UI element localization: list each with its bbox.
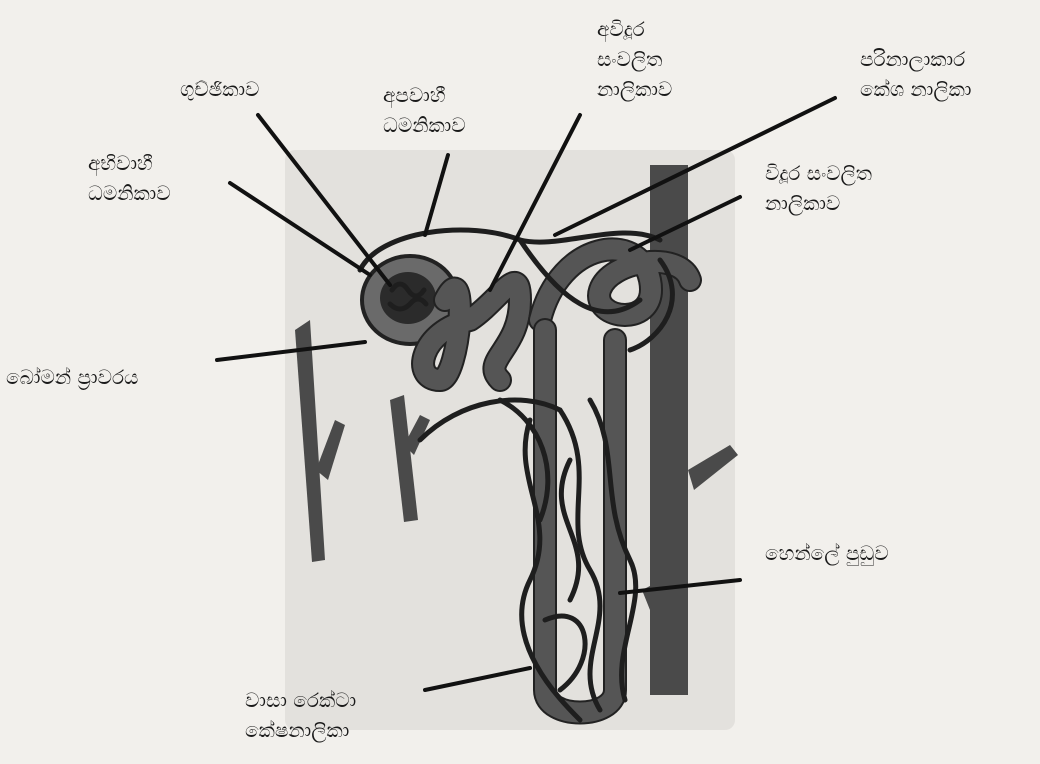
- label-loop-of-henle: හෙන්ලේ පුඩුව: [765, 538, 889, 568]
- label-peritubular-capillaries: පරිනාලාකාර කේශ නාලිකා: [860, 44, 971, 104]
- label-bowmans-capsule: බෝමන් ප්‍රාවරය: [6, 362, 138, 392]
- label-proximal-convoluted-tubule: අවිදූර සංවලිත නාලිකාව: [597, 14, 672, 104]
- label-efferent-arteriole: අපවාහී ධමනිකාව: [383, 80, 466, 140]
- label-afferent-arteriole: අභිවාහී ධමනිකාව: [88, 148, 171, 208]
- label-distal-convoluted-tubule: විදූර සංවලිත නාලිකාව: [765, 158, 872, 218]
- label-glomerulus: ගුච්ඡිකාව: [180, 74, 259, 104]
- label-vasa-recta: වාසා රෙක්ටා කේෂනාලිකා: [245, 685, 356, 745]
